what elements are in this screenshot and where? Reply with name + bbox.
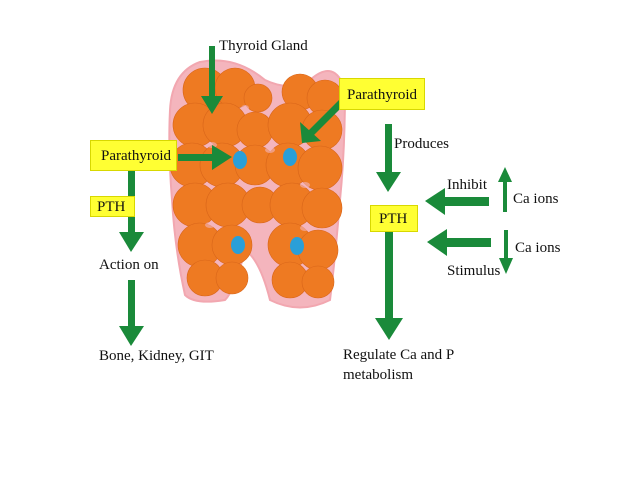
regulate-line1-label: Regulate Ca and P xyxy=(343,347,455,363)
green-arrow xyxy=(498,167,512,212)
parathyroid-dots xyxy=(231,148,304,255)
thyroid-gland-illustration xyxy=(168,59,347,309)
ca-ions-bottom-label: Ca ions xyxy=(515,240,561,256)
green-arrow xyxy=(375,232,403,340)
action-on-label: Action on xyxy=(99,257,159,273)
parathyroid-left-box: Parathyroid xyxy=(90,140,177,171)
green-arrow xyxy=(425,188,489,215)
inhibit-label: Inhibit xyxy=(447,177,487,193)
targets-label: Bone, Kidney, GIT xyxy=(99,348,214,364)
green-arrow xyxy=(201,46,223,114)
thyroid-gland-label: Thyroid Gland xyxy=(219,38,308,54)
parathyroid-dot xyxy=(231,236,245,254)
pth-center-box: PTH xyxy=(370,205,418,232)
produces-label: Produces xyxy=(394,136,449,152)
green-arrow xyxy=(178,145,232,170)
green-arrow xyxy=(119,280,144,346)
parathyroid-top-box: Parathyroid xyxy=(339,78,425,110)
green-arrow xyxy=(499,230,513,274)
parathyroid-dot xyxy=(283,148,297,166)
parathyroid-dot xyxy=(290,237,304,255)
green-arrow xyxy=(376,124,401,192)
regulate-line2-label: metabolism xyxy=(343,367,413,383)
ca-ions-top-label: Ca ions xyxy=(513,191,559,207)
stimulus-label: Stimulus xyxy=(447,263,501,279)
green-arrow xyxy=(300,100,344,143)
pth-left-box: PTH xyxy=(90,196,135,217)
green-arrow xyxy=(427,229,491,256)
arrows xyxy=(119,46,513,346)
parathyroid-dot xyxy=(233,151,247,169)
